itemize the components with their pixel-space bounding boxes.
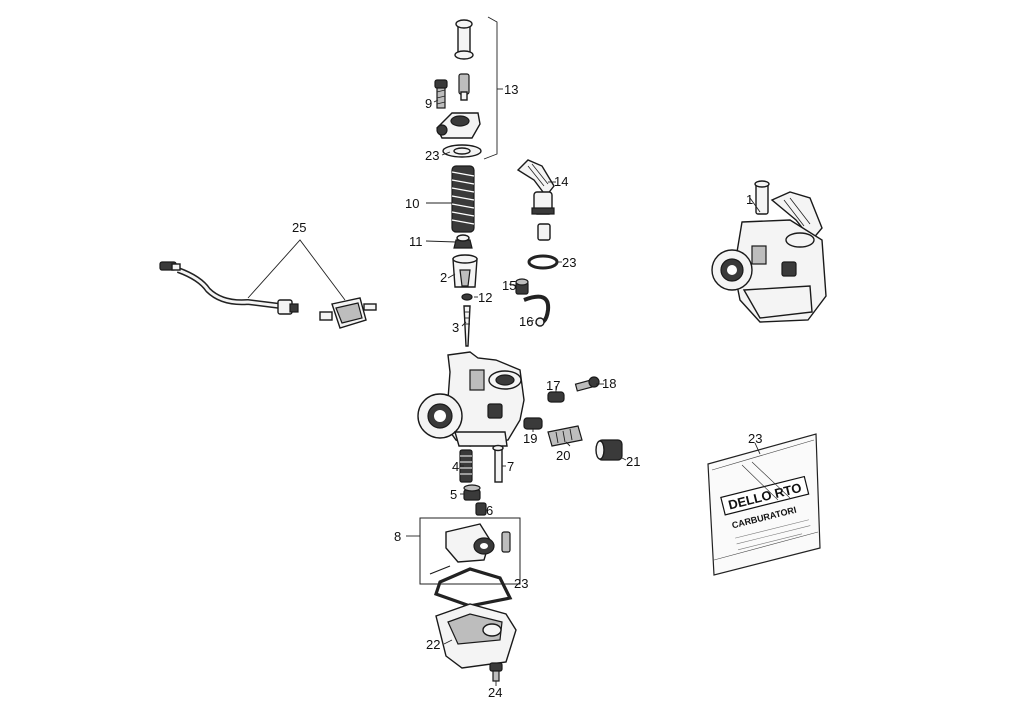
callout-23-bowl: 23 (514, 576, 528, 591)
part-19-spring (523, 417, 543, 430)
part-11-needle-clip (453, 234, 473, 249)
cable-adjuster (458, 73, 470, 101)
callout-9: 9 (425, 96, 432, 111)
float-group-box (419, 517, 521, 585)
group-13-bracket (483, 16, 498, 160)
callout-labels: 13 9 23 10 11 2 12 3 14 23 15 16 17 18 1… (292, 82, 762, 700)
part-4-emulsion-tube (459, 449, 473, 483)
part-3-jet-needle (463, 305, 471, 347)
top-cap-tube (454, 19, 474, 60)
callout-11: 11 (409, 234, 423, 249)
callout-19: 19 (523, 431, 537, 446)
callout-13: 13 (504, 82, 518, 97)
part-24-drain-screw (489, 662, 503, 682)
part-6-jet (475, 502, 487, 516)
part-9-adjust-screw (434, 79, 448, 109)
carburetor-body (417, 351, 525, 447)
part-22-float-bowl (435, 603, 517, 669)
part-8-float-group (406, 517, 521, 585)
callout-23-kit: 23 (748, 431, 762, 446)
callout-4: 4 (452, 459, 459, 474)
part-12-ring (461, 293, 473, 301)
callout-22: 22 (426, 637, 440, 652)
part-21-cap (595, 439, 623, 461)
callout-15: 15 (502, 278, 516, 293)
callout-25: 25 (292, 220, 306, 235)
callout-5: 5 (450, 487, 457, 502)
chamber-cover (436, 112, 481, 139)
callout-10: 10 (405, 196, 419, 211)
part-10-spring (451, 165, 475, 233)
callout-12: 12 (478, 290, 492, 305)
part-7-pin (492, 444, 504, 483)
callout-24: 24 (488, 685, 502, 700)
callout-8: 8 (394, 529, 401, 544)
callout-17: 17 (546, 378, 560, 393)
callout-20: 20 (556, 448, 570, 463)
part-17-spring (547, 391, 565, 403)
part-13-top-assembly (434, 16, 503, 160)
callout-23-cover: 23 (425, 148, 439, 163)
part-23-cover-gasket (442, 144, 482, 158)
part-23-gasket-kit-bag: DELLO RTO CARBURATORI (707, 433, 821, 576)
callout-23-choke: 23 (562, 255, 576, 270)
part-25-wiring-harness (159, 261, 377, 329)
part-23-bowl-gasket (433, 567, 513, 608)
part-5-main-jet (463, 484, 481, 501)
part-20-idle-screw (547, 425, 583, 447)
callout-6: 6 (486, 503, 493, 518)
callout-1: 1 (746, 192, 753, 207)
part-18-screw (574, 376, 600, 392)
part-15-fitting (515, 278, 529, 295)
leader-lines (425, 99, 761, 686)
callout-14: 14 (554, 174, 568, 189)
callout-7: 7 (507, 459, 514, 474)
callout-16: 16 (519, 314, 533, 329)
callout-3: 3 (452, 320, 459, 335)
part-25-leader (247, 239, 346, 301)
part-2-throttle-valve (452, 254, 478, 288)
part-23-choke-oring (527, 254, 559, 270)
callout-18: 18 (602, 376, 616, 391)
part-1-complete-carburetor (711, 180, 827, 323)
callout-21: 21 (626, 454, 640, 469)
part-16-bracket (523, 294, 551, 327)
callout-2: 2 (440, 270, 447, 285)
part-14-choke-lever (516, 159, 555, 241)
